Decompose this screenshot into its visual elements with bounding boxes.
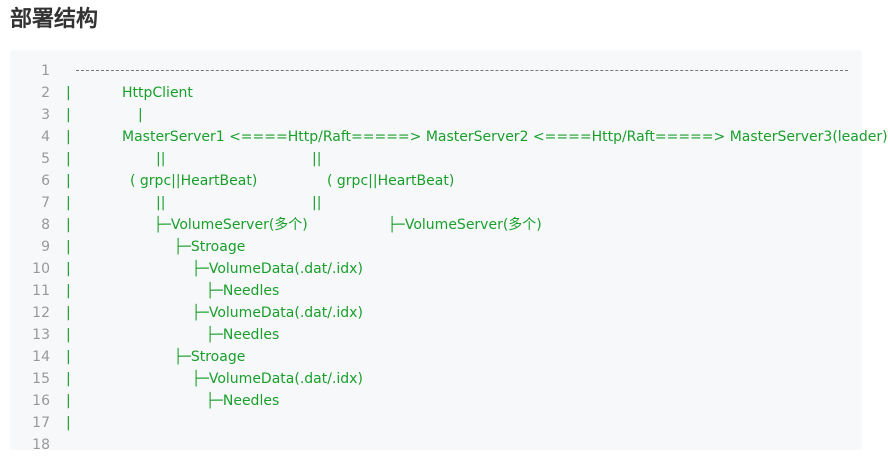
code-text: ├─Needles xyxy=(206,283,280,299)
code-line: | ├─Needles xyxy=(66,324,862,346)
line-number: 16 xyxy=(32,393,50,409)
code-text: | xyxy=(66,349,71,365)
code-text: ├─VolumeServer(多个) xyxy=(154,217,308,233)
code-text: HttpClient xyxy=(122,85,193,101)
code-content: |HttpClient|||MasterServer1 <====Http/Ra… xyxy=(66,60,888,456)
code-text: ( grpc||HeartBeat) xyxy=(327,173,455,189)
code-text: | xyxy=(66,283,71,299)
code-text: | xyxy=(66,261,71,277)
code-text: | xyxy=(66,239,71,255)
code-text: | xyxy=(66,173,71,189)
code-line: | ├─Needles xyxy=(66,390,862,412)
line-number: 2 xyxy=(41,85,50,101)
code-line: | MasterServer1 <====Http/Raft=====> Mast… xyxy=(66,126,888,148)
section-heading: 部署结构 xyxy=(10,7,99,32)
code-line: | ├─Stroage xyxy=(66,236,862,258)
line-number: 7 xyxy=(41,195,50,211)
code-line: ||||| xyxy=(66,148,862,170)
code-line: | ├─Stroage xyxy=(66,346,862,368)
code-line: | ├─VolumeServer(多个) ├─VolumeServer(多个) xyxy=(66,214,862,236)
code-text: | xyxy=(66,85,71,101)
code-line: | ├─Needles xyxy=(66,280,862,302)
code-text: ├─VolumeData(.dat/.idx) xyxy=(192,305,363,321)
code-line: || xyxy=(66,104,862,126)
line-number: 11 xyxy=(32,283,50,299)
code-text: ├─VolumeData(.dat/.idx) xyxy=(192,261,363,277)
code-text: | xyxy=(66,371,71,387)
code-text: | xyxy=(66,305,71,321)
line-number: 17 xyxy=(32,415,50,431)
code-text: ├─Stroage xyxy=(174,239,246,255)
line-number: 10 xyxy=(32,261,50,277)
code-text: | xyxy=(66,129,71,145)
code-line: | ├─VolumeData(.dat/.idx) xyxy=(66,302,862,324)
code-text: | xyxy=(66,107,71,123)
line-number: 8 xyxy=(41,217,50,233)
code-text: | xyxy=(66,393,71,409)
line-number: 3 xyxy=(41,107,50,123)
code-text: | xyxy=(66,151,71,167)
code-text: ├─Needles xyxy=(206,393,280,409)
line-number: 1 xyxy=(41,63,50,79)
code-line: | ( grpc||HeartBeat) ( grpc||HeartBeat) xyxy=(66,170,862,192)
line-number: 9 xyxy=(41,239,50,255)
code-text: ├─VolumeServer(多个) xyxy=(388,217,542,233)
line-number: 4 xyxy=(41,129,50,145)
code-text: || xyxy=(156,151,166,167)
line-number: 14 xyxy=(32,349,50,365)
code-text: | xyxy=(66,415,71,431)
code-text: | xyxy=(66,195,71,211)
code-line xyxy=(66,434,862,456)
code-text: MasterServer1 <====Http/Raft=====> Maste… xyxy=(122,129,888,145)
dashed-separator xyxy=(76,70,848,71)
code-text: ├─VolumeData(.dat/.idx) xyxy=(192,371,363,387)
line-number: 5 xyxy=(41,151,50,167)
line-number: 18 xyxy=(32,437,50,453)
code-text: ├─Stroage xyxy=(174,349,246,365)
code-line: | ├─VolumeData(.dat/.idx) xyxy=(66,368,862,390)
line-number: 15 xyxy=(32,371,50,387)
code-line: ||||| xyxy=(66,192,862,214)
code-text: ├─Needles xyxy=(206,327,280,343)
line-number: 6 xyxy=(41,173,50,189)
code-text: | xyxy=(138,107,143,123)
code-text: | xyxy=(66,217,71,233)
code-text: | xyxy=(66,327,71,343)
line-number: 13 xyxy=(32,327,50,343)
code-line xyxy=(66,60,862,82)
code-text: || xyxy=(312,151,322,167)
code-text: || xyxy=(312,195,322,211)
code-text: ( grpc||HeartBeat) xyxy=(130,173,258,189)
code-text: || xyxy=(156,195,166,211)
code-line: | ├─VolumeData(.dat/.idx) xyxy=(66,258,862,280)
line-number: 12 xyxy=(32,305,50,321)
code-line: | HttpClient xyxy=(66,82,862,104)
code-line: | xyxy=(66,412,862,434)
